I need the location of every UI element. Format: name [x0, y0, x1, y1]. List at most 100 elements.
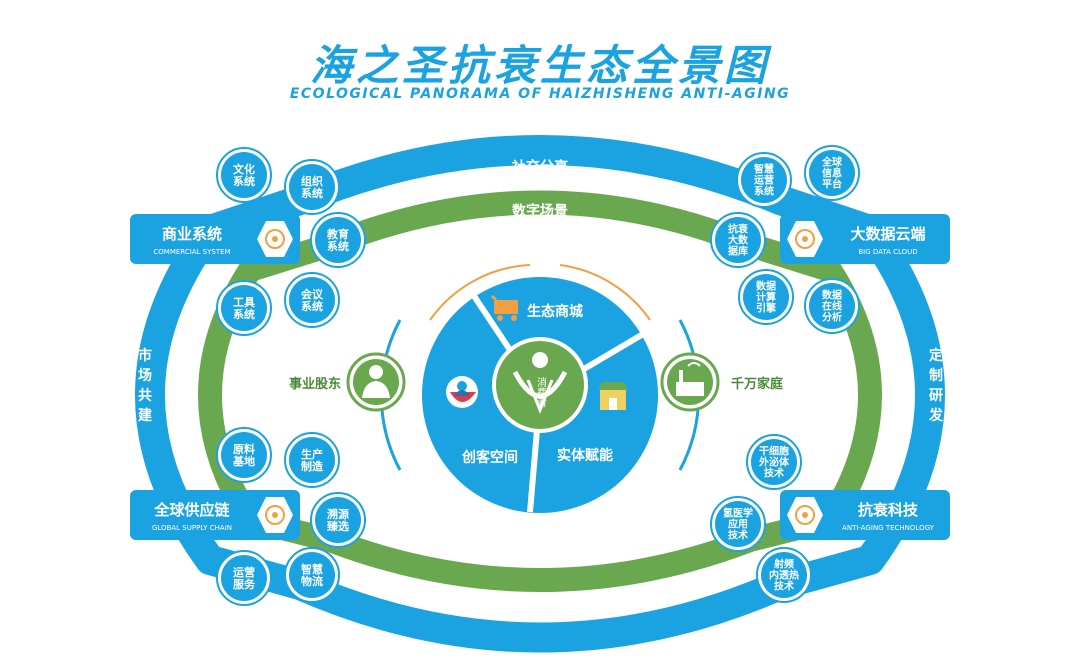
band-char: 品	[183, 350, 197, 366]
cloud-computer-icon	[787, 221, 823, 257]
molecule-icon	[787, 497, 823, 533]
maker-space-label: 创客空间	[461, 449, 518, 466]
node-text: 数据	[822, 289, 842, 302]
hub-subtitle: COMMERCIAL SYSTEM	[153, 248, 230, 256]
shopping-cart-icon	[490, 294, 518, 321]
hub-subtitle: GLOBAL SUPPLY CHAIN	[152, 524, 232, 532]
band-char: 牌	[183, 368, 197, 385]
node-text: 应用	[728, 518, 748, 531]
hub-title: 抗衰科技	[858, 501, 919, 519]
center-orange-arc-right	[559, 264, 651, 321]
node-text: 技术	[764, 467, 784, 480]
band-char: 研	[885, 369, 899, 385]
page-subtitle: ECOLOGICAL PANORAMA OF HAIZHISHENG ANTI-…	[289, 86, 791, 102]
hub-commercial: 商业系统 COMMERCIAL SYSTEM	[130, 214, 300, 264]
hub-title: 全球供应链	[153, 501, 230, 519]
node-text: 分析	[822, 311, 842, 324]
node-text: 外泌体	[758, 456, 790, 469]
node-text: 系统	[327, 239, 349, 253]
node-text: 抗衰	[728, 223, 749, 236]
consumer-label: 消费者	[535, 376, 547, 408]
storefront-icon	[598, 382, 628, 410]
shareholders-label: 事业股东	[289, 376, 341, 392]
hub-title: 商业系统	[162, 225, 222, 243]
families-node	[660, 352, 720, 412]
entity-empower-label: 实体赋能	[557, 447, 613, 464]
band-char: 发	[928, 407, 944, 424]
band-char: 制	[929, 367, 943, 384]
node-text: 运营	[233, 565, 255, 579]
band-char: 场	[138, 368, 152, 384]
node-text: 计算	[756, 291, 776, 304]
node-text: 在线	[822, 300, 842, 313]
page-title: 海之圣抗衰生态全景图	[309, 41, 770, 90]
band-char: 共	[183, 387, 197, 404]
band-char: 障	[885, 406, 899, 423]
node-text: 引擎	[756, 302, 776, 315]
band-label-innovation-product: 创新优品	[511, 551, 569, 569]
node-text: 全球	[821, 156, 843, 169]
node-text: 干细胞	[759, 445, 789, 458]
band-char: 保	[884, 387, 900, 404]
families-label: 千万家庭	[731, 376, 784, 392]
node-text: 系统	[233, 307, 255, 321]
node-text: 溯源	[327, 507, 349, 521]
band-char: 建	[138, 407, 152, 424]
hub-title: 大数据云端	[850, 225, 925, 243]
factory-icon	[676, 362, 704, 396]
band-char: 定	[929, 347, 943, 364]
node-text: 制造	[301, 459, 324, 473]
node-text: 教育	[326, 227, 349, 241]
consumer-figure-icon	[512, 352, 568, 415]
node-text: 臻选	[326, 519, 349, 533]
hub-supply: 全球供应链 GLOBAL SUPPLY CHAIN	[130, 490, 300, 540]
node-text: 工具	[233, 296, 255, 309]
node-text: 生产	[301, 447, 323, 461]
node-text: 数据	[756, 280, 776, 293]
node-text: 技术	[728, 529, 748, 542]
node-text: 文化	[233, 162, 255, 176]
center-orange-arc-left	[429, 264, 531, 321]
node-text: 原料	[233, 442, 255, 456]
node-text: 技术	[774, 580, 794, 593]
node-text: 氢医学	[723, 507, 753, 520]
eco-mall-label: 生态商城	[527, 303, 583, 320]
center-pie: 消费者 生态商城 创客空间 实体赋	[422, 277, 658, 513]
node-text: 服务	[233, 577, 256, 591]
node-text: 运营	[754, 174, 774, 187]
node-text: 平台	[822, 178, 842, 191]
band-char: 研	[929, 388, 943, 404]
band-char: 共	[138, 387, 152, 404]
node-text: 会议	[301, 287, 324, 301]
node-text: 系统	[301, 186, 323, 200]
hub-subtitle: ANTI-AGING TECHNOLOGY	[842, 524, 935, 532]
hub-antiaging: 抗衰科技 ANTI-AGING TECHNOLOGY	[780, 490, 950, 540]
node-text: 系统	[233, 174, 255, 188]
brand-logo-icon	[446, 376, 478, 408]
atom-icon	[257, 497, 293, 533]
node-text: 智慧	[301, 562, 323, 576]
